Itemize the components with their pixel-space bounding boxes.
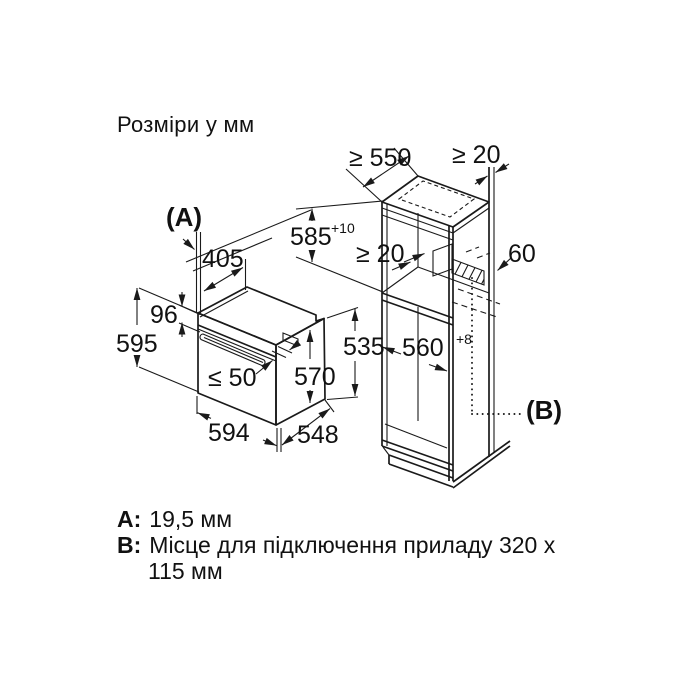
dim-405-label: 405 <box>202 245 244 273</box>
oven-drawing <box>197 286 326 426</box>
oven-side-face <box>275 317 326 426</box>
dim-20mid-arrow-2 <box>391 261 411 271</box>
dimension-labels: (A) 405 96 595 ≤ 50 570 594 548 535 ≥ 55… <box>116 141 562 449</box>
dim-20top-label: ≥ 20 <box>452 141 500 169</box>
note-b-continued: 115 мм <box>148 558 223 585</box>
dim-595-label: 595 <box>116 330 158 358</box>
dim-548-line <box>281 408 331 446</box>
dim-594-arrow-left <box>197 412 212 421</box>
dim-585-label: 585 <box>290 223 332 251</box>
dim-50-arrow-2 <box>289 340 302 351</box>
oven-door-top-line <box>197 328 277 362</box>
note-b-text-line2: 115 мм <box>148 558 223 584</box>
oven-dimension-lines <box>133 209 359 452</box>
dim-585-ext-bottom <box>295 256 384 293</box>
dim-594-label: 594 <box>208 419 250 447</box>
dim-560-line-right <box>428 363 448 372</box>
dim-594-arrow-right <box>262 437 277 447</box>
base-front-top <box>381 439 454 466</box>
dim-20top-arrow-right <box>495 163 510 173</box>
oven-top-frame-line <box>199 290 249 318</box>
hidden-floor-dash-1 <box>457 288 501 305</box>
oven-handle-inner-line <box>203 336 264 364</box>
note-a: A: 19,5 мм <box>117 506 232 533</box>
dim-595-ext-top <box>138 287 200 315</box>
construction-line-1 <box>185 209 312 263</box>
dim-560-label: 560 <box>402 334 444 362</box>
dim-535-label: 535 <box>343 333 385 361</box>
dim-550-label: ≥ 550 <box>349 144 411 172</box>
dim-405-line <box>203 267 244 292</box>
dim-50-tick-1 <box>271 350 287 358</box>
note-b: B: Місце для підключення приладу 320 x <box>117 532 555 559</box>
cabinet-bottom-right-top <box>452 440 511 483</box>
dim-570-label: 570 <box>294 363 336 391</box>
dim-60-leader <box>497 257 512 271</box>
dim-50-leader <box>255 360 273 375</box>
dim-548-label: 548 <box>297 421 339 449</box>
niche-floor-back-edge <box>417 266 490 294</box>
note-b-text-line1: Місце для підключення приладу 320 x <box>149 532 556 558</box>
vent-cutout-hatched <box>451 258 485 286</box>
dim-60-label: 60 <box>508 240 536 268</box>
plinth-connector <box>382 446 390 456</box>
vent-hatch-strokes <box>454 262 485 285</box>
dim-50-tick-2 <box>277 346 293 354</box>
dim-535-ext-bottom <box>326 396 359 401</box>
hidden-floor-dash-2 <box>451 301 498 318</box>
dim-20mid-label: ≥ 20 <box>356 240 404 268</box>
vent-hidden-dash-1 <box>465 246 480 253</box>
oven-control-panel-line <box>197 324 277 358</box>
note-a-text: 19,5 мм <box>149 506 233 532</box>
page-title: Розміри у мм <box>117 112 255 137</box>
dim-20mid-arrow-1 <box>403 252 425 263</box>
dim-a-arrow <box>182 238 195 250</box>
construction-line-2 <box>192 237 273 272</box>
dim-585-tolerance: +10 <box>331 220 355 236</box>
cabinet-drawing <box>381 167 525 489</box>
dim-548-ext-right <box>324 399 335 413</box>
dim-20top-arrow-left <box>474 175 488 186</box>
cabinet-top-right-edge <box>452 207 490 234</box>
note-b-key: B: <box>117 532 142 558</box>
vent-hidden-dash-2 <box>476 252 491 259</box>
base-front-bottom <box>381 445 454 472</box>
dim-50-label: ≤ 50 <box>208 364 256 392</box>
dim-535-ext-top <box>326 306 359 319</box>
dim-560-tolerance: +8 <box>456 331 472 347</box>
lower-back-bottom-edge <box>384 423 448 449</box>
dim-585-ext-top <box>295 200 384 210</box>
cabinet-bottom-right-bottom <box>452 445 511 489</box>
dim-b-ref-label: (B) <box>526 395 562 425</box>
plinth-front-bottom <box>388 463 454 488</box>
dim-96-label: 96 <box>150 301 178 329</box>
cabinet-top-hidden-opening <box>397 180 476 218</box>
dim-595-ext-bottom <box>138 366 200 393</box>
niche-floor-front-top <box>381 292 454 319</box>
plinth-front-top <box>388 454 454 479</box>
dim-550-ext-front <box>345 168 383 203</box>
dim-560-line-left <box>382 346 402 355</box>
cabinet-dimension-lines <box>295 147 512 372</box>
note-a-key: A: <box>117 506 142 532</box>
niche-floor-left-edge <box>381 266 419 294</box>
dim-550-line <box>362 155 410 188</box>
dim-a-ref-label: (A) <box>166 202 202 232</box>
